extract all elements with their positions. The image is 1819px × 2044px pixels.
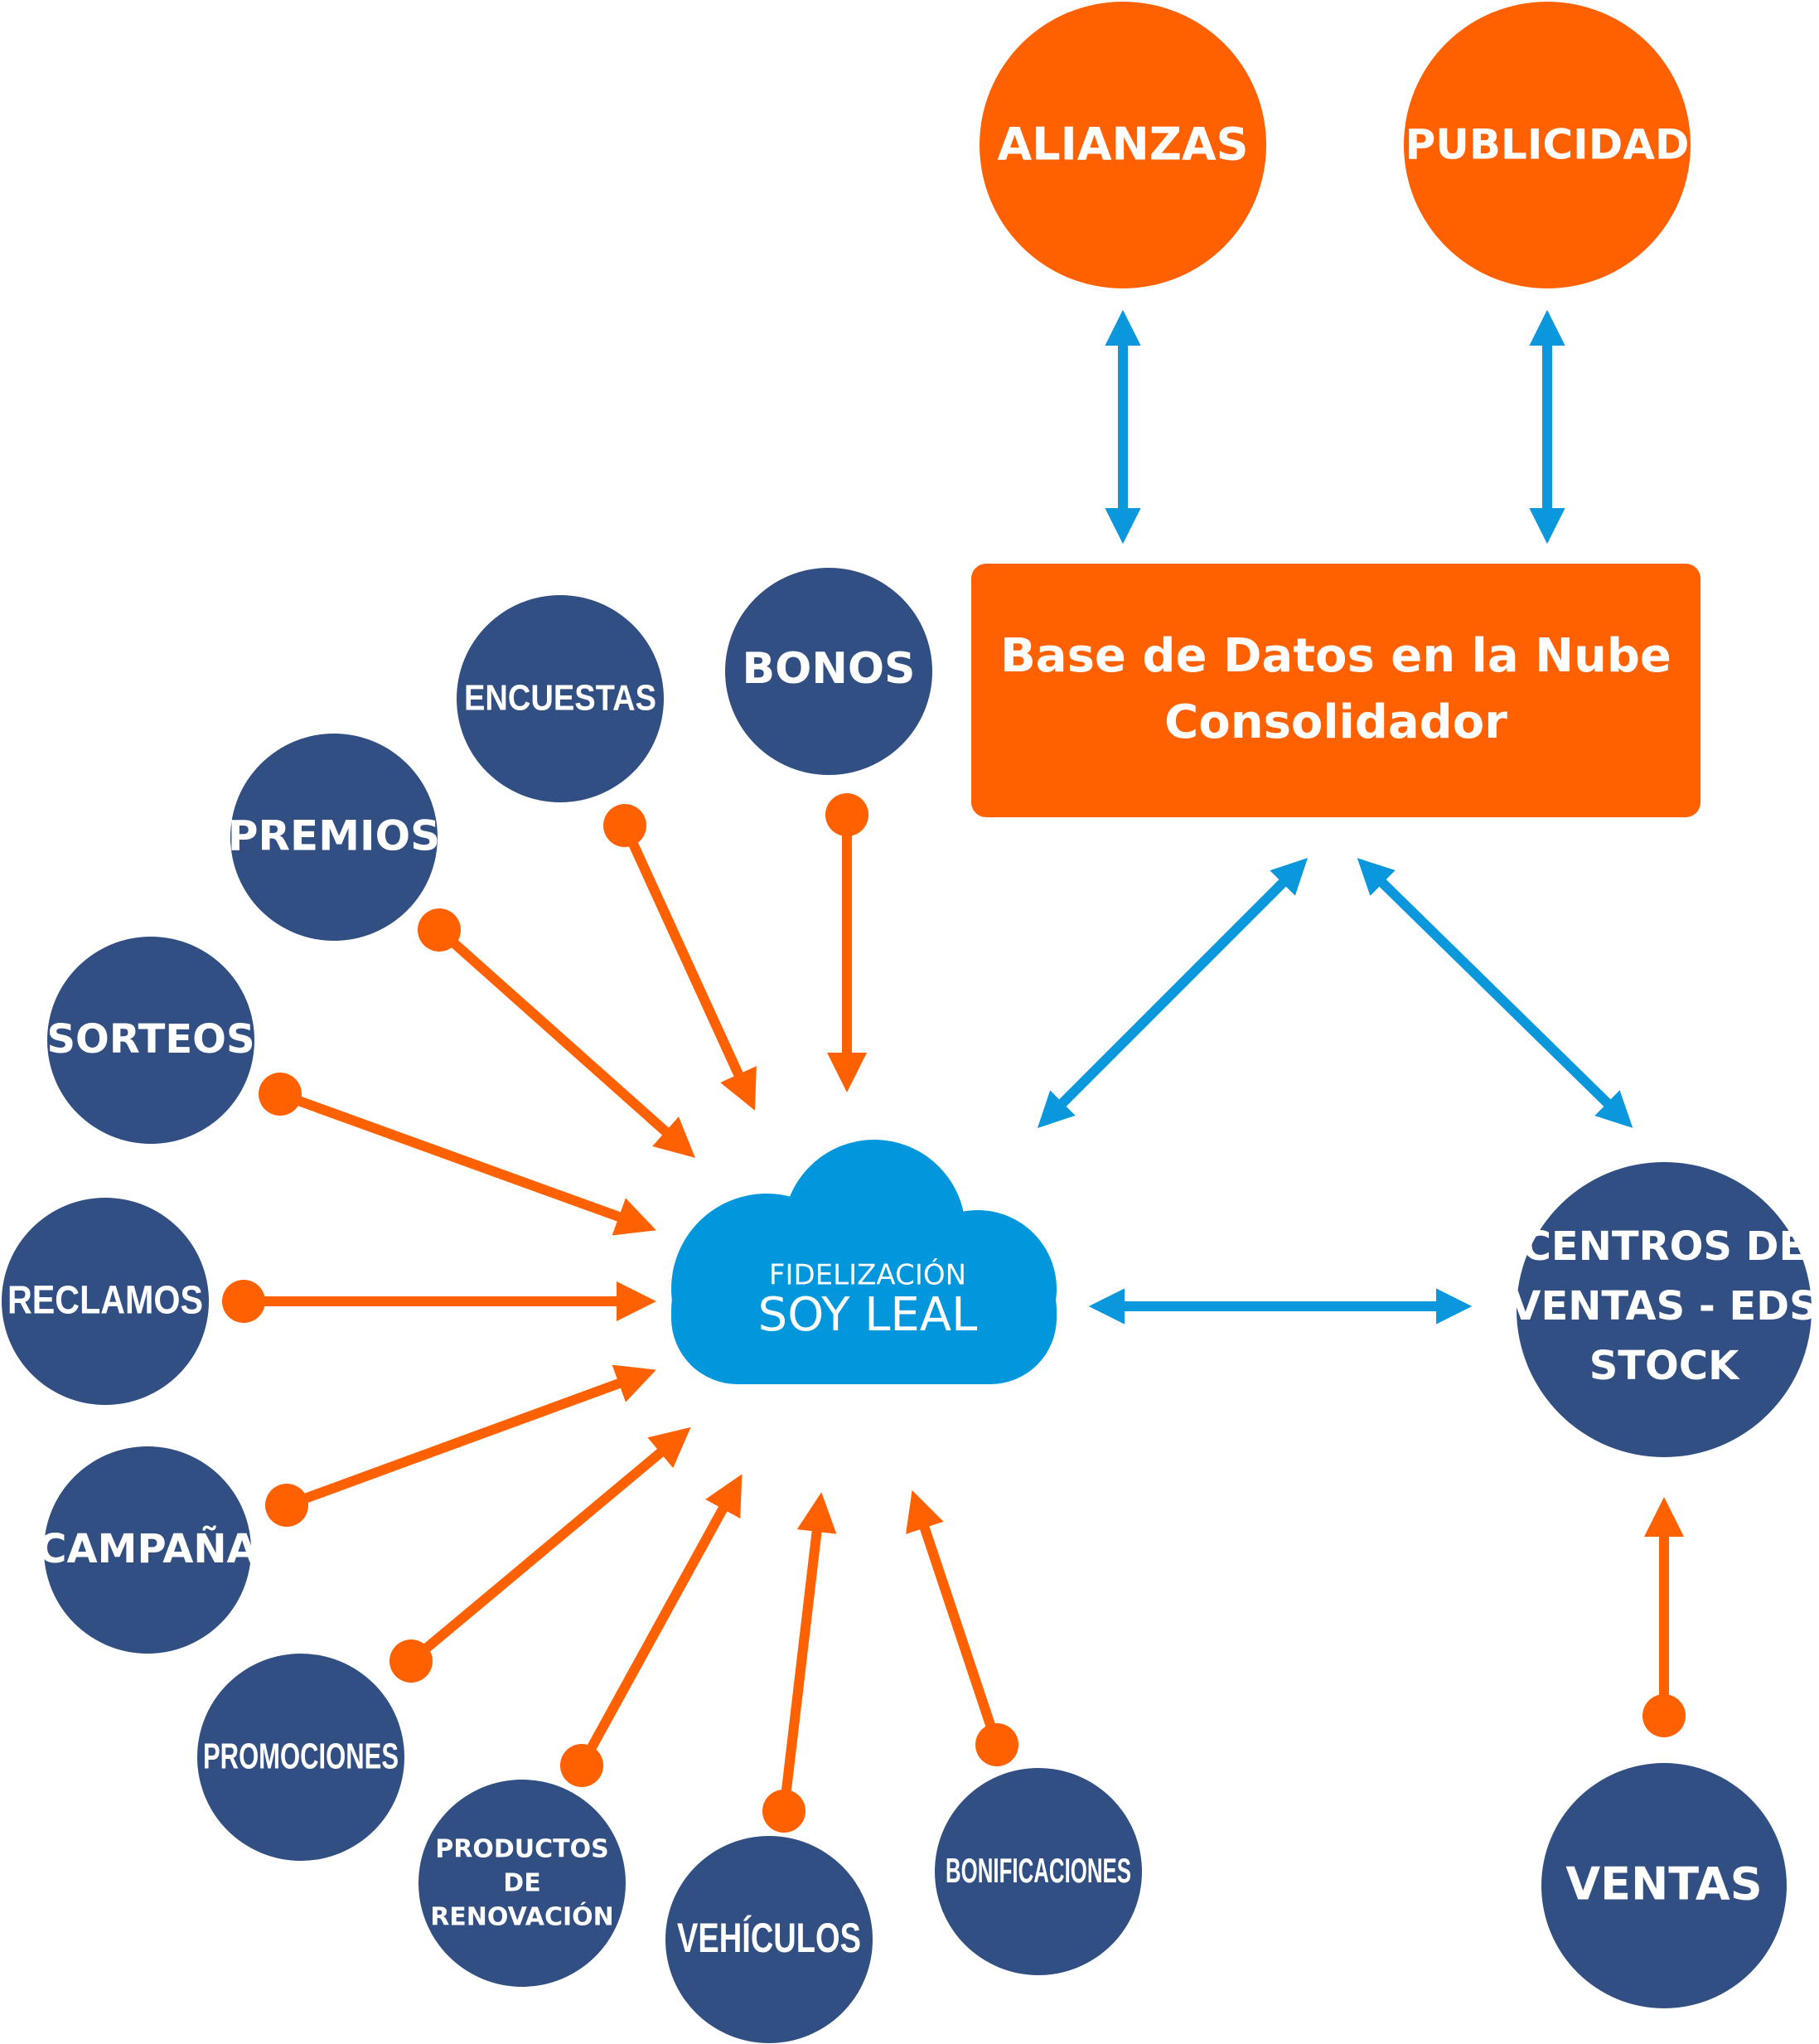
alianzas-label: ALIANZAS (997, 119, 1248, 171)
connector-vehiculos (762, 1492, 837, 1833)
publicidad-label: PUBLICIDAD (1405, 121, 1690, 169)
cloud-icon (671, 1140, 1057, 1384)
database-box: Base de Datos en la Nube Consolidador (971, 564, 1700, 817)
node-sorteos: SORTEOS (46, 937, 255, 1144)
productos-line2: DE (503, 1869, 540, 1898)
cloud-line1: FIDELIZACIÓN (769, 1258, 966, 1292)
node-ventas: VENTAS (1541, 1763, 1787, 2008)
node-alianzas: ALIANZAS (980, 2, 1266, 288)
centros-line3: STOCK (1589, 1343, 1740, 1389)
blue-connectors (1037, 309, 1633, 1325)
node-centros-de-ventas: CENTROS DE VENTAS - EDS STOCK (1510, 1162, 1818, 1457)
sorteos-label: SORTEOS (46, 1016, 254, 1063)
productos-line3: RENOVACIÓN (430, 1901, 614, 1932)
node-promociones: PROMOCIONES (197, 1654, 404, 1861)
arrow-database-cloud (1037, 857, 1309, 1129)
cloud-soy-leal: FIDELIZACIÓN SOY LEAL (671, 1140, 1057, 1384)
centros-line1: CENTROS DE (1522, 1223, 1807, 1270)
node-bonificaciones: BONIFICACIONES (935, 1768, 1142, 1975)
connector-promociones (389, 1426, 691, 1683)
orange-connectors (222, 793, 1686, 1833)
connector-campana (265, 1364, 656, 1527)
database-line2: Consolidador (1164, 695, 1507, 749)
node-encuestas: ENCUESTAS (457, 595, 664, 802)
connector-premios (418, 908, 695, 1158)
database-line1: Base de Datos en la Nube (1000, 629, 1671, 683)
connector-sorteos (259, 1073, 656, 1236)
campana-label: CAMPAÑA (37, 1525, 257, 1572)
connector-reclamos (222, 1280, 656, 1323)
node-campana: CAMPAÑA (37, 1446, 258, 1654)
connector-bonos (825, 793, 868, 1092)
premios-label: PREMIOS (228, 812, 440, 860)
connector-encuestas (603, 804, 757, 1111)
bonificaciones-label: BONIFICACIONES (946, 1851, 1131, 1890)
reclamos-label: RECLAMOS (7, 1279, 203, 1323)
vehiculos-label: VEHÍCULOS (677, 1915, 861, 1961)
ventas-label: VENTAS (1565, 1858, 1762, 1911)
productos-line1: PRODUCTOS (435, 1835, 608, 1864)
promociones-label: PROMOCIONES (203, 1736, 399, 1777)
centros-line2: VENTAS - EDS (1510, 1283, 1817, 1330)
connector-productos (560, 1474, 743, 1787)
cloud-line2: SOY LEAL (758, 1288, 978, 1342)
connector-ventas (1642, 1497, 1686, 1737)
node-vehiculos: VEHÍCULOS (665, 1836, 873, 2043)
node-premios: PREMIOS (228, 734, 440, 941)
encuestas-label: ENCUESTAS (464, 678, 656, 719)
bonos-label: BONOS (742, 644, 915, 694)
connector-bonificaciones (906, 1489, 1018, 1766)
arrow-database-centros (1357, 858, 1633, 1128)
node-reclamos: RECLAMOS (2, 1198, 209, 1405)
node-bonos: BONOS (725, 568, 932, 775)
node-productos-de-renovacion: PRODUCTOS DE RENOVACIÓN (418, 1780, 626, 1987)
node-publicidad: PUBLICIDAD (1404, 2, 1691, 288)
